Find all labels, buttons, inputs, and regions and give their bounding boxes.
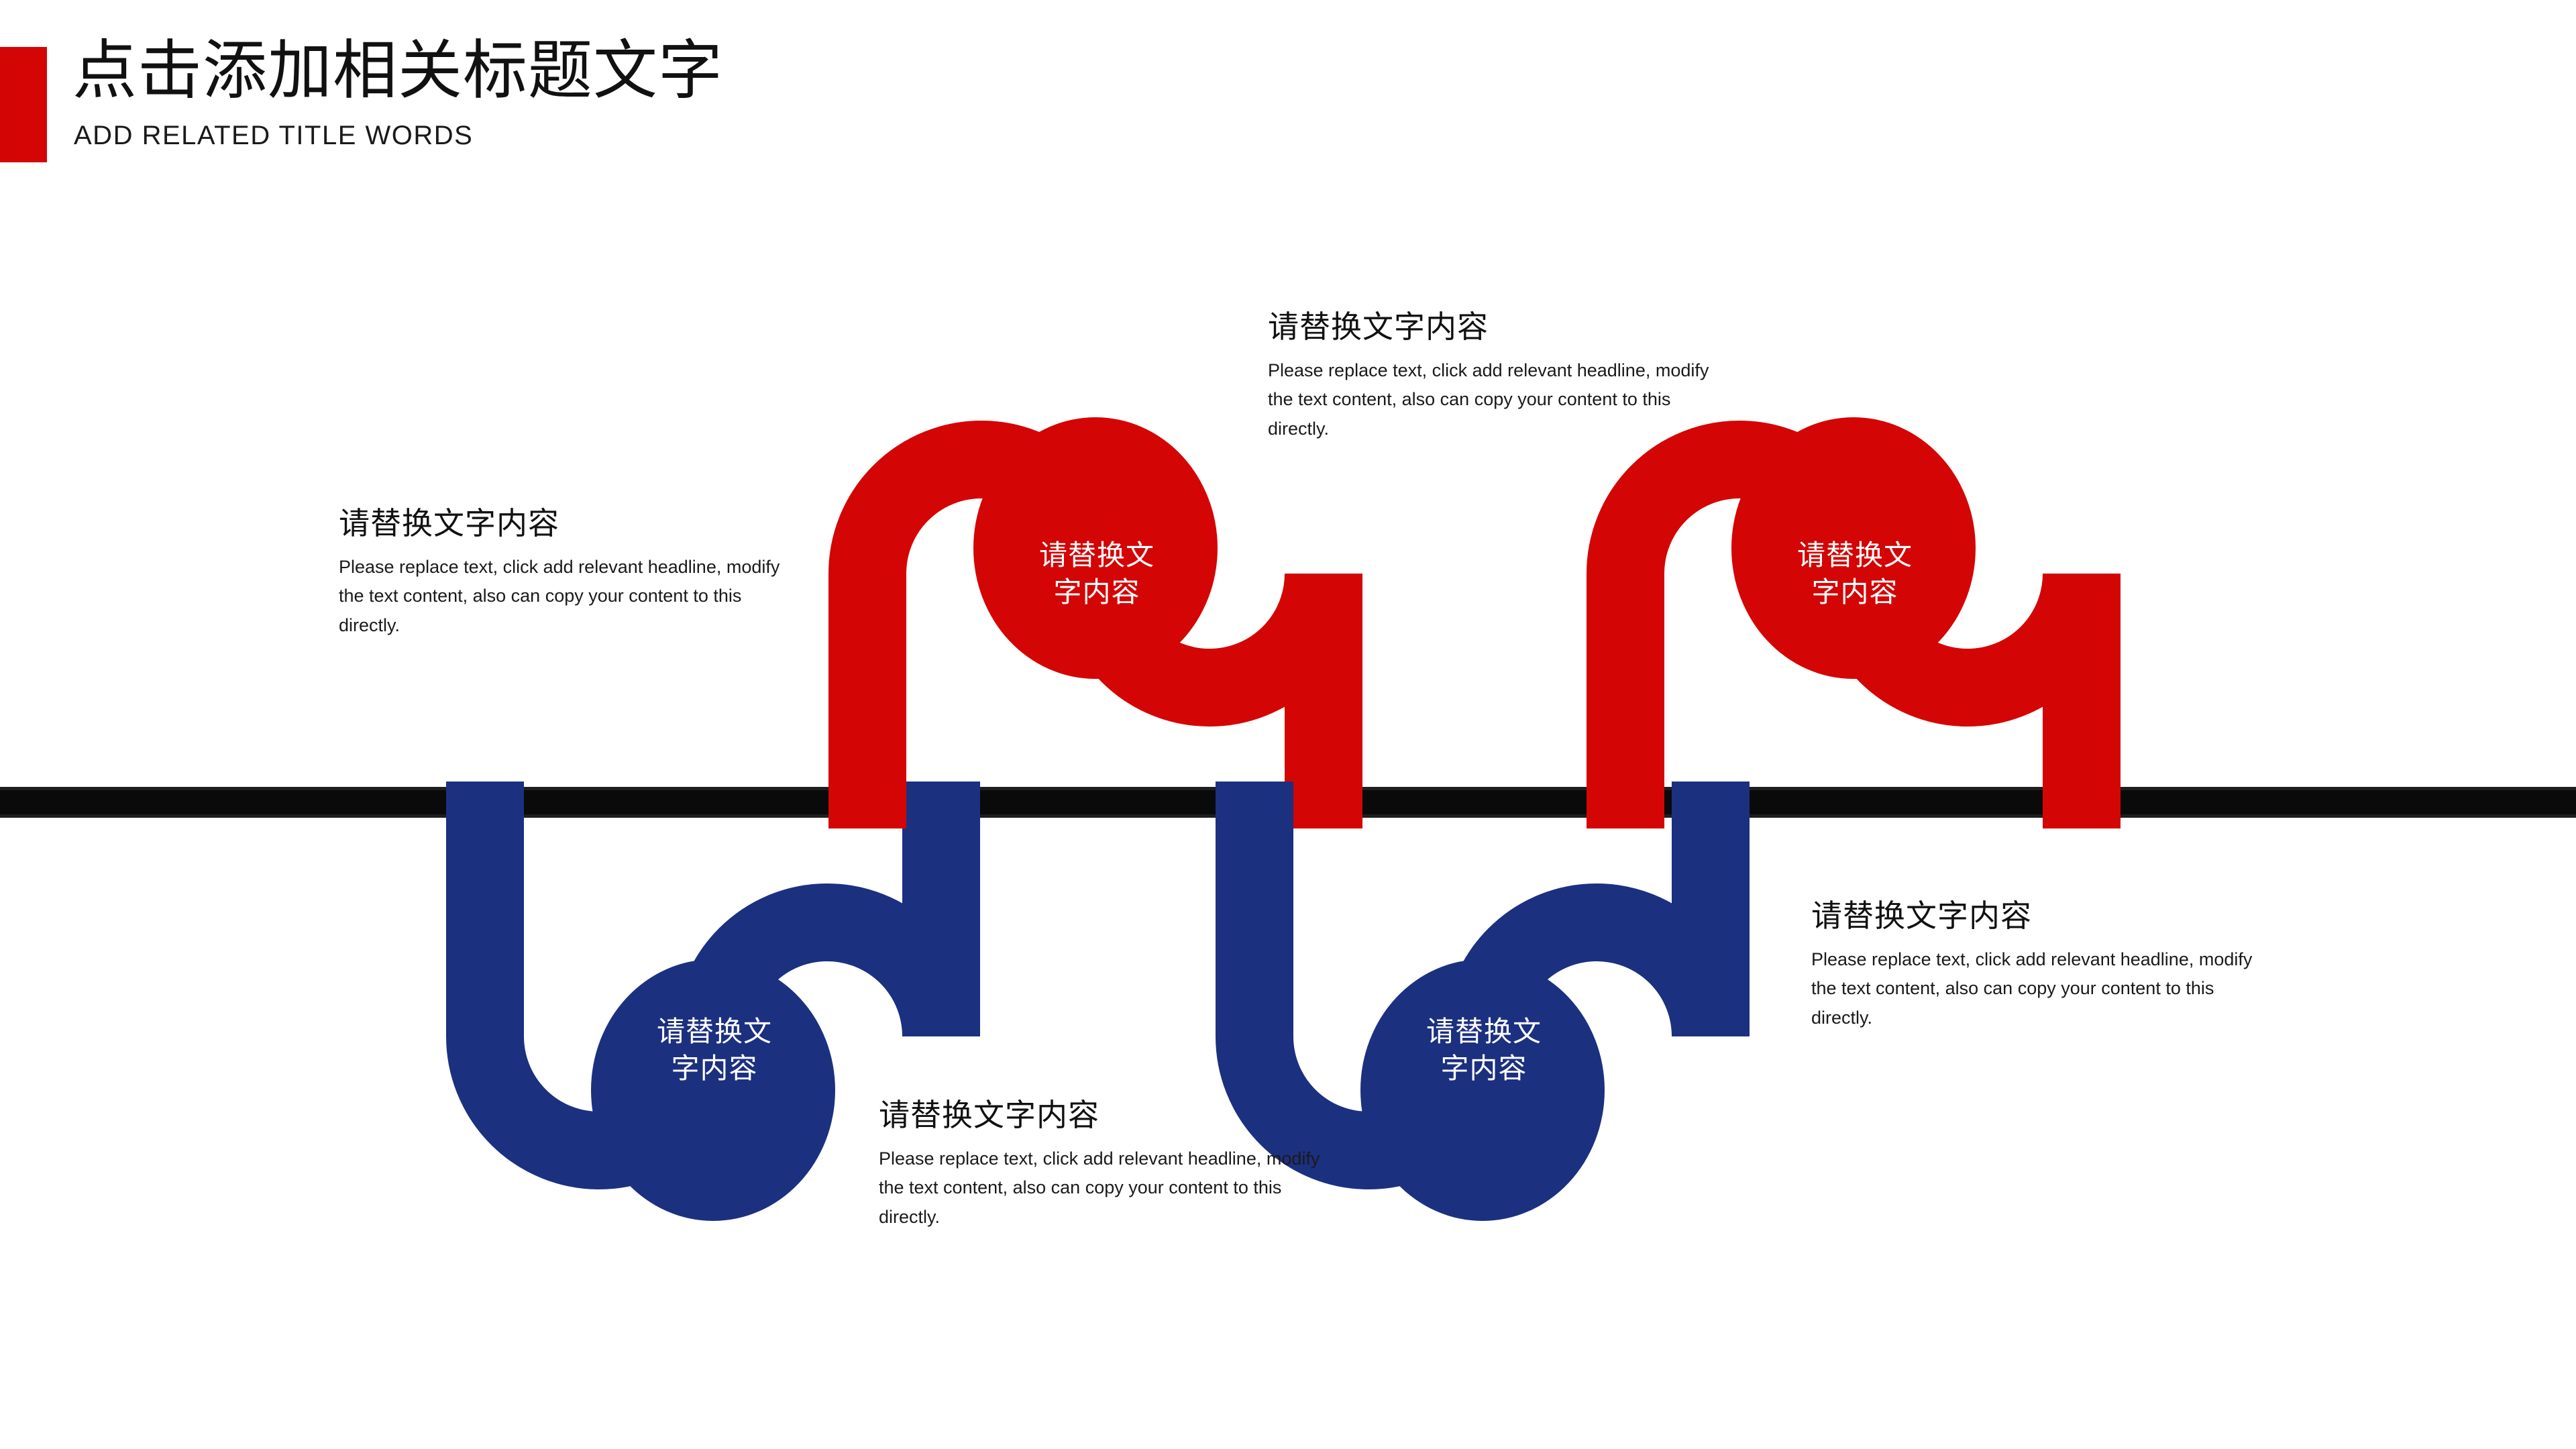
caption-center-lower-body: Please replace text, click add relevant … xyxy=(879,1148,1320,1228)
arch-shape-blue-1 xyxy=(446,782,980,1221)
caption-left-upper-heading: 请替换文字内容 xyxy=(339,506,559,541)
timeline-node-red-2[interactable] xyxy=(1587,372,2137,828)
timeline-node-blue-2[interactable] xyxy=(1216,782,1766,1224)
caption-center-upper-body: Please replace text, click add relevant … xyxy=(1268,360,1709,439)
caption-right-lower: 请替换文字内容 Please replace text, click add r… xyxy=(1811,899,2254,1033)
caption-center-upper-heading: 请替换文字内容 xyxy=(1268,309,1489,344)
timeline-node-blue-1[interactable] xyxy=(446,782,996,1224)
timeline-node-red-1[interactable] xyxy=(828,372,1379,828)
caption-center-lower: 请替换文字内容 Please replace text, click add r… xyxy=(879,1098,1322,1232)
caption-right-lower-heading: 请替换文字内容 xyxy=(1811,898,2032,933)
title-accent-bar xyxy=(0,47,47,162)
caption-center-lower-heading: 请替换文字内容 xyxy=(879,1097,1099,1132)
caption-center-upper: 请替换文字内容 Please replace text, click add r… xyxy=(1268,310,1711,444)
caption-left-upper: 请替换文字内容 Please replace text, click add r… xyxy=(339,506,782,641)
arch-shape-red-1 xyxy=(828,417,1362,828)
arch-shape-blue-2 xyxy=(1216,782,1750,1221)
caption-right-lower-body: Please replace text, click add relevant … xyxy=(1811,949,2253,1028)
caption-left-upper-body: Please replace text, click add relevant … xyxy=(339,556,780,636)
arch-shape-red-2 xyxy=(1587,417,2121,828)
page-title: 点击添加相关标题文字 xyxy=(72,35,723,107)
page-subtitle: ADD RELATED TITLE WORDS xyxy=(74,121,474,150)
